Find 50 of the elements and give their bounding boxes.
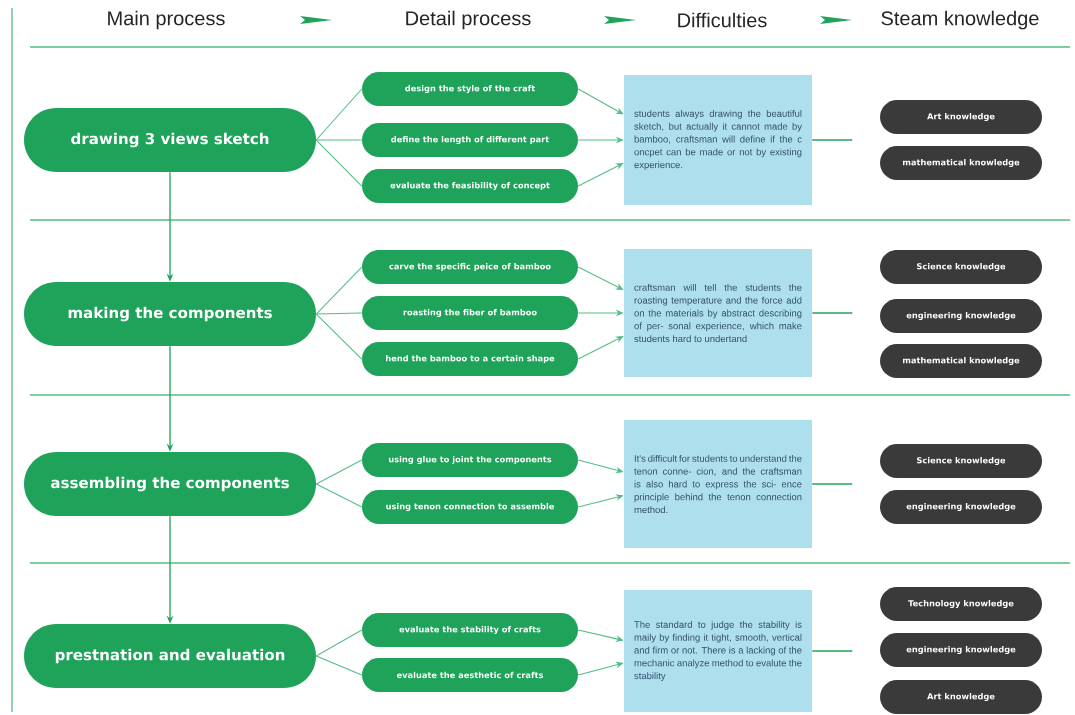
connector-line xyxy=(315,139,363,187)
detail-process-pill: carve the specific peice of bamboo xyxy=(362,250,578,284)
knowledge-pill: engineering knowledge xyxy=(880,490,1042,524)
detail-process-pill: evaluate the aesthetic of crafts xyxy=(362,658,578,692)
main-process-pill: making the components xyxy=(24,282,316,346)
detail-process-pill: design the style of the craft xyxy=(362,72,578,106)
difficulty-box: students always drawing the beautiful sketch, but actually it cannot made by bamboo, craftsman will define if the c oncpet can be made or not by existing experience. xyxy=(624,75,812,205)
connector-line xyxy=(315,483,363,508)
knowledge-pill: Art knowledge xyxy=(880,100,1042,134)
connector-line xyxy=(811,650,854,652)
connector-line xyxy=(315,629,363,657)
knowledge-pill: mathematical knowledge xyxy=(880,146,1042,180)
detail-process-pill: using tenon connection to assemble xyxy=(362,490,578,524)
connector-line xyxy=(315,266,363,315)
connector-line xyxy=(315,655,363,676)
knowledge-pill: engineering knowledge xyxy=(880,299,1042,333)
column-heading: Difficulties xyxy=(678,12,767,28)
connector-line xyxy=(811,139,854,141)
column-heading: Main process xyxy=(108,10,225,30)
main-process-pill: assembling the components xyxy=(24,452,316,516)
connector-line xyxy=(811,483,854,485)
knowledge-pill: Technology knowledge xyxy=(880,587,1042,621)
detail-process-pill: using glue to joint the components xyxy=(362,443,578,477)
connector-line xyxy=(315,312,363,315)
detail-process-pill: hend the bamboo to a certain shape xyxy=(362,342,578,376)
detail-process-pill: roasting the fiber of bamboo xyxy=(362,296,578,330)
arrow xyxy=(577,336,624,360)
difficulty-box: It's difficult for students to understand the tenon conne- cion, and the craftsman is also hard to express the sci- ence principle behind the tenon connection method. xyxy=(624,420,812,548)
connector-line xyxy=(315,88,363,141)
connector-line xyxy=(315,139,363,141)
detail-process-pill: define the length of different part xyxy=(362,123,578,157)
connector-line xyxy=(811,312,854,314)
detail-process-pill: evaluate the stability of crafts xyxy=(362,613,578,647)
knowledge-pill: Science knowledge xyxy=(880,444,1042,478)
connector-line xyxy=(315,459,363,485)
column-heading: Detail process xyxy=(406,10,531,30)
knowledge-pill: mathematical knowledge xyxy=(880,344,1042,378)
detail-process-pill: evaluate the feasibility of concept xyxy=(362,169,578,203)
main-process-pill: drawing 3 views sketch xyxy=(24,108,316,172)
main-process-pill: prestnation and evaluation xyxy=(24,624,316,688)
knowledge-pill: Art knowledge xyxy=(880,680,1042,714)
knowledge-pill: engineering knowledge xyxy=(880,633,1042,667)
column-heading: Steam knowledge xyxy=(881,10,1039,30)
difficulty-box: craftsman will tell the students the roasting temperature and the force add on the materials by abstract describing of per- sonal experience, which make students hard to undertand xyxy=(624,249,812,377)
knowledge-pill: Science knowledge xyxy=(880,250,1042,284)
arrow xyxy=(577,266,624,290)
difficulty-box: The standard to judge the stability is maily by finding it tight, smooth, vertical and firm or not. There is a lacking of the mechanic analyze method to evalute the stability xyxy=(624,590,812,712)
arrow xyxy=(577,88,624,115)
arrow xyxy=(577,163,624,187)
connector-line xyxy=(315,313,363,360)
